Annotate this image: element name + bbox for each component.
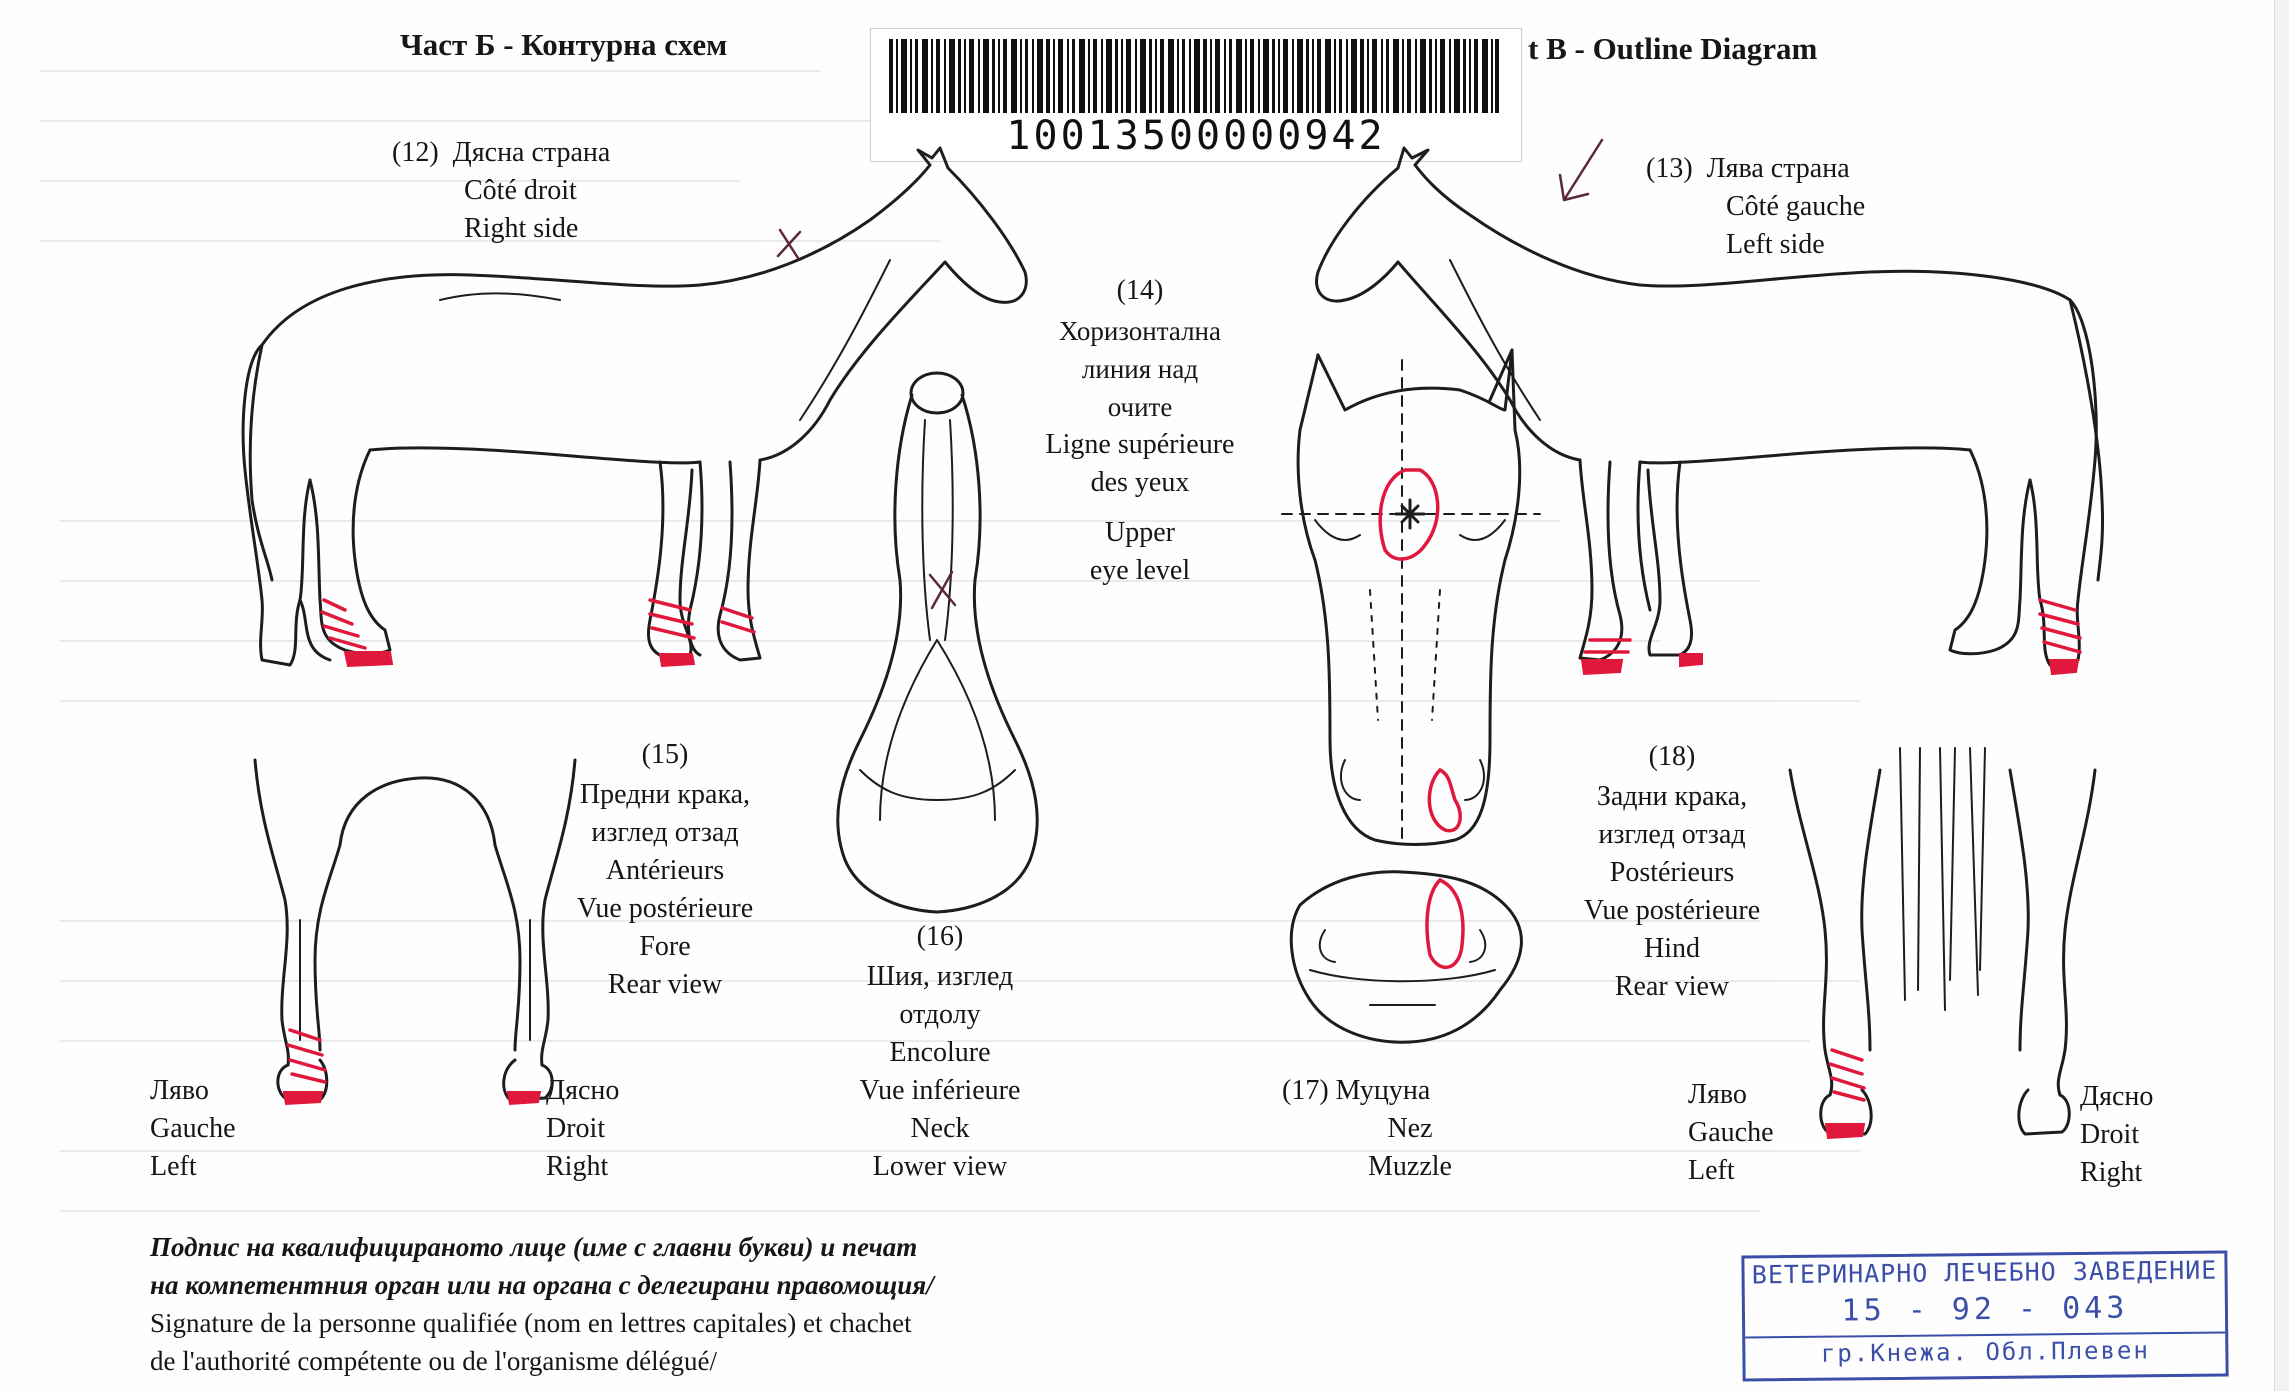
label-muzzle: (17) Муцуна xyxy=(1282,1075,1431,1106)
label-eye-level-l1: Хоризонтална xyxy=(1059,316,1221,346)
fore-left-en: Left xyxy=(150,1151,197,1182)
label-right-side-fr: Côté droit xyxy=(464,175,577,206)
label-right-side-en: Right side xyxy=(464,213,579,244)
label-hind-l2: изглед отзад xyxy=(1598,819,1746,850)
label-eye-level-l5: des yeux xyxy=(1090,467,1190,498)
fore-left-bg: Ляво xyxy=(150,1075,209,1106)
label-eye-level-l3: очите xyxy=(1107,392,1173,422)
signature-bg-2: на компетентния орган или на органа с де… xyxy=(150,1270,934,1300)
label-fore-num: (15) xyxy=(641,739,689,770)
label-left-side-fr: Côté gauche xyxy=(1726,191,1866,222)
hind-right-en: Right xyxy=(2080,1157,2143,1188)
label-neck-l5: Neck xyxy=(910,1113,970,1144)
fore-right-en: Right xyxy=(546,1151,609,1182)
barcode-bars xyxy=(889,39,1499,113)
fore-right-fr: Droit xyxy=(546,1113,606,1144)
hind-left-fr: Gauche xyxy=(1688,1117,1774,1148)
signature-bg-1: Подпис на квалифицираното лице (име с гл… xyxy=(150,1232,918,1262)
label-neck-l3: Encolure xyxy=(889,1037,991,1068)
label-hind-l4: Vue postérieure xyxy=(1583,895,1761,926)
signature-fr-2: de l'authorité compétente ou de l'organi… xyxy=(150,1346,718,1376)
label-eye-level-l7: eye level xyxy=(1089,555,1191,586)
label-left-side: (13) Лява страна xyxy=(1646,153,1850,184)
label-eye-level-num: (14) xyxy=(1116,275,1164,306)
label-fore-l2: изглед отзад xyxy=(591,817,739,848)
page-edge xyxy=(2274,0,2289,1391)
label-neck-num: (16) xyxy=(916,921,964,952)
label-hind-l5: Hind xyxy=(1644,933,1700,964)
label-neck-l1: Шия, изглед xyxy=(866,961,1014,992)
label-hind-l1: Задни крака, xyxy=(1596,781,1748,812)
fore-left-fr: Gauche xyxy=(150,1113,236,1144)
label-neck-l2: отдолу xyxy=(899,999,981,1030)
fore-right-bg: Дясно xyxy=(546,1075,620,1106)
label-fore-l5: Fore xyxy=(639,931,691,962)
hind-right-fr: Droit xyxy=(2080,1119,2140,1150)
label-muzzle-en: Muzzle xyxy=(1368,1151,1452,1182)
signature-fr-1: Signature de la personne qualifiée (nom … xyxy=(150,1308,912,1338)
label-hind-l3: Postérieurs xyxy=(1609,857,1735,888)
label-left-side-en: Left side xyxy=(1726,229,1825,260)
label-eye-level-l2: линия над xyxy=(1081,354,1199,384)
barcode-number: 10013500000942 xyxy=(1006,113,1386,159)
label-right-side: (12) Дясна страна xyxy=(392,137,611,168)
label-hind-l6: Rear view xyxy=(1614,971,1730,1002)
barcode: 10013500000942 xyxy=(870,28,1522,162)
hind-left-en: Left xyxy=(1688,1155,1735,1186)
label-eye-level-l4: Ligne supérieure xyxy=(1045,429,1235,460)
hind-right-bg: Дясно xyxy=(2080,1081,2154,1112)
label-fore-l3: Antérieurs xyxy=(605,855,725,886)
label-neck-l4: Vue inférieure xyxy=(859,1075,1021,1106)
label-muzzle-fr: Nez xyxy=(1387,1113,1433,1144)
label-eye-level-l6: Upper xyxy=(1105,517,1175,548)
label-fore-l1: Предни крака, xyxy=(579,779,751,810)
header-right-title: t B - Outline Diagram xyxy=(1528,31,1818,66)
label-fore-l6: Rear view xyxy=(607,969,723,1000)
label-hind-num: (18) xyxy=(1648,741,1696,772)
hind-left-bg: Ляво xyxy=(1688,1079,1747,1110)
label-neck-l6: Lower view xyxy=(872,1151,1008,1182)
header-left-title: Част Б - Контурна схем xyxy=(400,27,728,62)
label-fore-l4: Vue postérieure xyxy=(576,893,754,924)
